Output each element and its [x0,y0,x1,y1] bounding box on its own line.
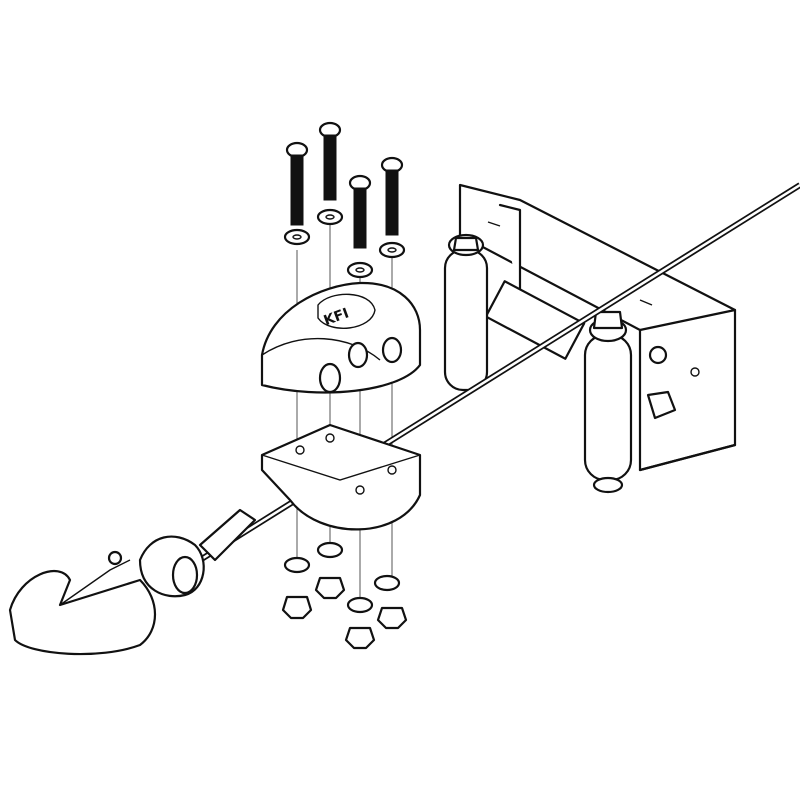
bolt [348,174,372,249]
vertical-roller-left [443,233,489,392]
roller-fairlead [443,183,737,494]
bolts [285,121,404,249]
cable-stopper-top: KFI [260,281,422,394]
bolt [380,156,404,236]
kfi-logo [317,293,376,329]
washers-bottom [283,541,401,614]
bolt-head-icon [452,236,480,252]
bolt [285,141,309,226]
nylock-nuts [281,576,408,650]
washers-top [283,208,406,279]
vertical-roller-right [583,310,633,494]
bolt [318,121,342,201]
clevis-hook [8,508,257,656]
alignment-lines [296,225,393,600]
cable-stopper-bottom [260,423,422,531]
